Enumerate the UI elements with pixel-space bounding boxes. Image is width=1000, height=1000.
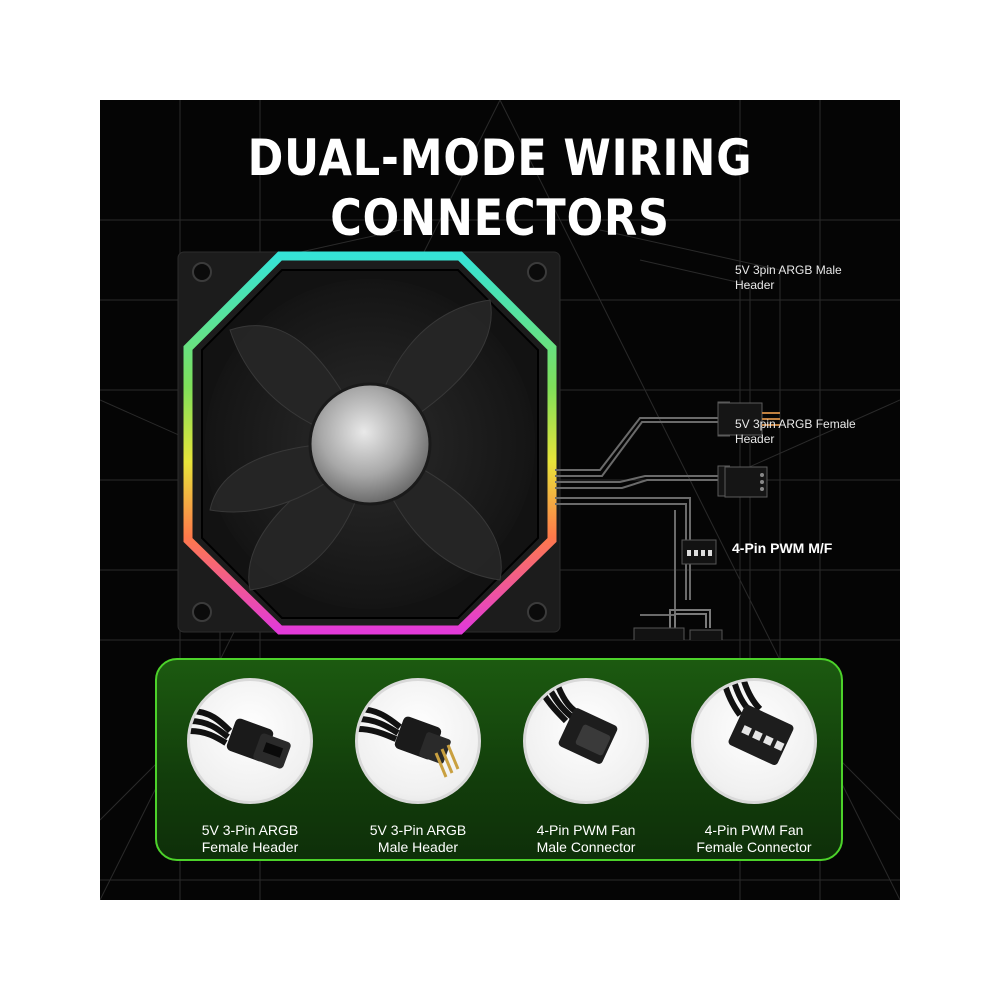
- connector-card-argb-male: 5V 3-Pin ARGB Male Header: [351, 678, 485, 856]
- connector-label-line1: 5V 3-Pin ARGB: [201, 822, 299, 838]
- connector-label: 4-Pin PWM Fan Male Connector: [519, 822, 653, 856]
- connector-label-line2: Male Connector: [536, 839, 636, 855]
- pwm-female-plug-icon: [691, 678, 817, 804]
- pwm-callout: 4-Pin PWM M/F: [732, 540, 833, 556]
- connector-label-line2: Male Header: [377, 839, 459, 855]
- connector-label: 5V 3-Pin ARGB Male Header: [351, 822, 485, 856]
- connector-label-line2: Female Connector: [696, 839, 812, 855]
- connector-card-pwm-female: 4-Pin PWM Fan Female Connector: [687, 678, 821, 856]
- pwm-pins-overlay: [681, 539, 717, 565]
- product-panel: DUAL-MODE WIRING CONNECTORS: [100, 100, 900, 900]
- connector-label: 5V 3-Pin ARGB Female Header: [183, 822, 317, 856]
- connector-label-line1: 5V 3-Pin ARGB: [369, 822, 467, 838]
- argb-female-callout: 5V 3pin ARGB Female Header: [735, 417, 856, 447]
- header-pins-overlay: [717, 402, 780, 498]
- connector-card-pwm-male: 4-Pin PWM Fan Male Connector: [519, 678, 653, 856]
- connector-label-line2: Female Header: [201, 839, 299, 855]
- connector-label-line1: 4-Pin PWM Fan: [536, 822, 636, 838]
- connector-label: 4-Pin PWM Fan Female Connector: [687, 822, 821, 856]
- connector-strip: 5V 3-Pin ARGB Female Header 5V 3-Pin AR: [155, 658, 843, 861]
- argb-female-callout-line2: Header: [735, 432, 775, 446]
- argb-male-callout-line2: Header: [735, 278, 775, 292]
- connector-card-argb-female: 5V 3-Pin ARGB Female Header: [183, 678, 317, 856]
- argb-male-plug-icon: [355, 678, 481, 804]
- argb-fan-illustration: [177, 251, 730, 640]
- connector-label-line1: 4-Pin PWM Fan: [704, 822, 804, 838]
- argb-male-callout: 5V 3pin ARGB Male Header: [735, 263, 842, 293]
- argb-female-callout-line1: 5V 3pin ARGB Female: [735, 417, 856, 431]
- argb-female-plug-icon: [187, 678, 313, 804]
- argb-male-callout-line1: 5V 3pin ARGB Male: [735, 263, 842, 277]
- page-title: DUAL-MODE WIRING CONNECTORS: [247, 129, 753, 247]
- pwm-male-plug-icon: [523, 678, 649, 804]
